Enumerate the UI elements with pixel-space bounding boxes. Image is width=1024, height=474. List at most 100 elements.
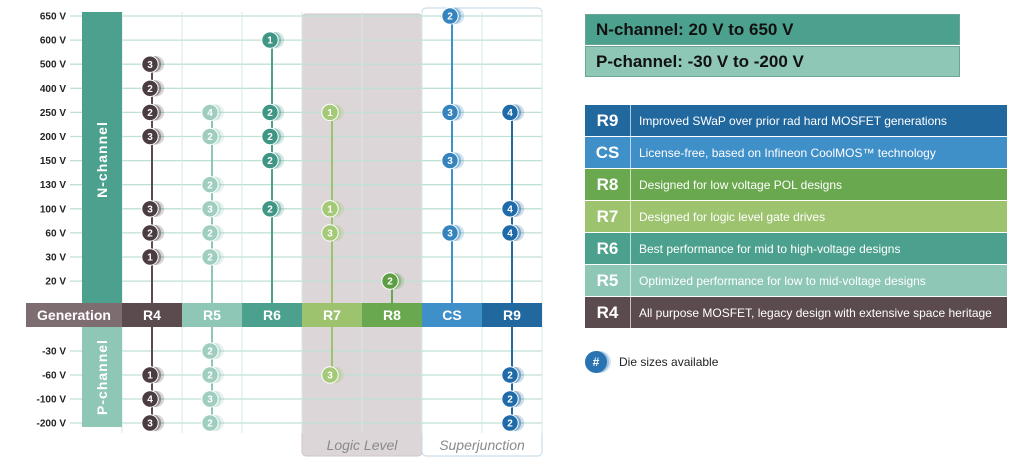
voltage-level-label: 250 V [40,108,66,119]
p-channel-label: P-channel [94,339,110,415]
die-count-badge: 2 [141,224,165,242]
badge-count: 2 [267,108,273,119]
die-count-badge: 2 [261,127,285,146]
badge-count: 2 [447,12,453,23]
badge-count: 2 [207,371,213,382]
die-count-badge: 2 [381,272,405,290]
badge-count: 1 [327,204,333,215]
generation-code-cs: CS [442,307,461,323]
badge-count: 2 [147,229,153,240]
badge-count: 3 [147,132,153,143]
legend-row-cs: CS License-free, based on Infineon CoolM… [585,137,1007,168]
legend-row-r8: R8 Designed for low voltage POL designs [585,169,1007,200]
voltage-level-label: 20 V [45,277,66,288]
badge-circle [261,151,279,170]
generation-cell-r6 [242,303,302,327]
badge-circle [261,127,279,146]
generation-code-r7: R7 [323,307,341,323]
badge-count: 4 [507,108,513,119]
generation-header-cell [26,303,122,327]
badge-circle [141,55,159,73]
badge-count: 1 [147,371,153,382]
generation-cell-r4 [122,303,182,327]
badge-count: 3 [327,371,333,382]
voltage-level-label: 650 V [40,12,66,23]
badge-circle [261,31,279,49]
die-count-badge: 4 [141,390,165,408]
generation-code-r5: R5 [203,307,221,323]
badge-circle [201,248,219,266]
legend-description: Improved SWaP over prior rad hard MOSFET… [639,113,947,128]
badge-count: 2 [507,419,513,430]
badge-circle [201,342,219,360]
badge-circle [501,390,519,408]
die-count-badge: 2 [141,103,165,122]
badge-count: 3 [207,395,213,406]
badge-circle [141,103,159,122]
badge-count: 2 [207,180,213,191]
badge-circle [141,366,159,384]
badge-count: 4 [147,395,153,406]
badge-count: 2 [207,419,213,430]
die-sizes-text: Die sizes available [619,355,719,369]
die-count-badge: 1 [321,200,345,218]
badge-circle [201,127,219,146]
die-count-badge: 1 [141,366,165,384]
legend-row-r4: R4 All purpose MOSFET, legacy design wit… [585,297,1007,328]
generation-cell-r5 [182,303,242,327]
die-count-badge: 4 [501,200,525,218]
die-sizes-note: # Die sizes available [585,350,718,374]
badge-circle [201,224,219,242]
voltage-level-label: -60 V [42,371,66,382]
generation-code-r4: R4 [143,307,161,323]
legend-description: License-free, based on Infineon CoolMOS™… [639,145,936,160]
die-count-badge: 3 [141,127,165,146]
generation-cell-r9 [482,303,542,327]
legend-description: Optimized performance for low to mid-vol… [639,273,926,288]
badge-count: 2 [147,84,153,95]
legend-row-r7: R7 Designed for logic level gate drives [585,201,1007,232]
badge-circle [141,127,159,146]
badge-circle [261,103,279,122]
badge-count: 2 [207,229,213,240]
die-count-badge: 3 [441,103,465,122]
badge-circle [201,200,219,218]
generation-cell-cs [422,303,482,327]
voltage-level-label: 400 V [40,84,66,95]
badge-count: 2 [207,347,213,358]
die-count-badge: 2 [501,390,525,408]
n-channel-label: N-channel [94,121,110,198]
badge-circle [441,224,459,242]
badge-count: 3 [147,419,153,430]
badge-count: 2 [387,277,393,288]
badge-count: 4 [507,229,513,240]
generation-code-r9: R9 [503,307,521,323]
badge-count: 2 [267,156,273,167]
generation-code-r8: R8 [383,307,401,323]
die-count-badge: 2 [201,248,225,266]
legend-description: Designed for low voltage POL designs [639,177,843,192]
badge-circle [141,79,159,98]
badge-count: 3 [447,229,453,240]
die-count-badge: 2 [201,342,225,360]
badge-count: 1 [327,108,333,119]
voltage-level-label: 500 V [40,60,66,71]
legend-code: CS [585,137,631,168]
die-count-badge: 3 [141,414,165,432]
badge-count: 1 [267,36,273,47]
badge-circle [441,151,459,170]
legend-code: R8 [585,169,631,200]
die-count-badge: 2 [441,7,465,25]
badge-circle [141,390,159,408]
die-count-badge: 3 [321,224,345,242]
badge-circle [201,390,219,408]
badge-circle [501,414,519,432]
voltage-level-label: -200 V [37,419,67,430]
die-count-badge: 2 [141,79,165,98]
badge-circle [201,103,219,122]
badge-count: 2 [207,132,213,143]
badge-circle [321,366,339,384]
die-count-badge: 2 [201,414,225,432]
die-count-badge: 3 [321,366,345,384]
